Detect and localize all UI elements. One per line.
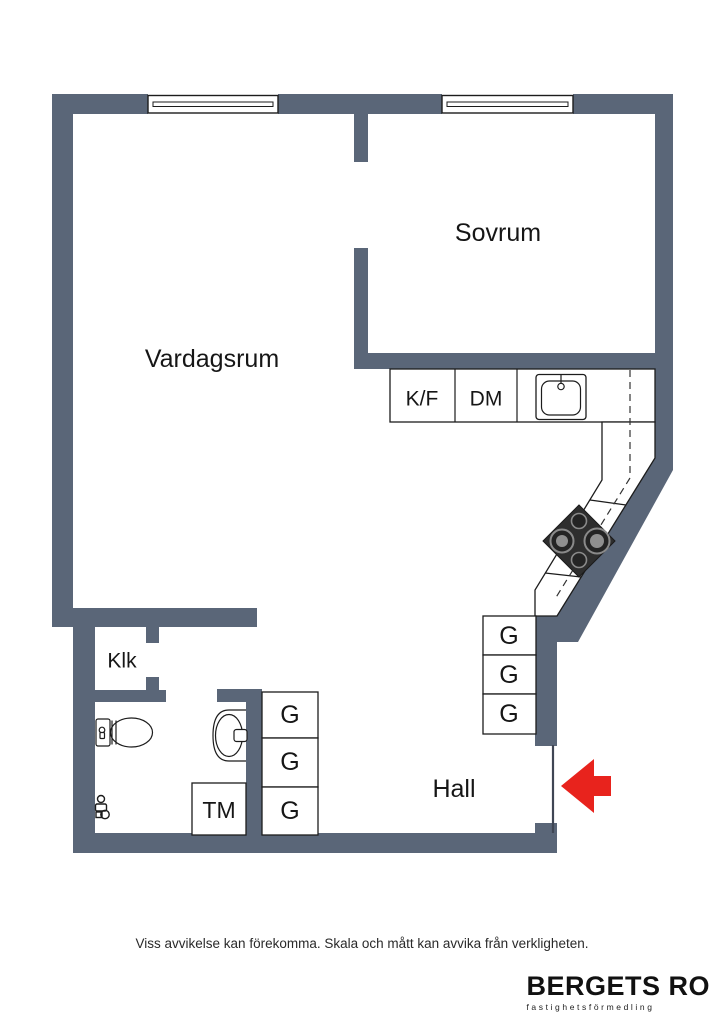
toilet-icon <box>95 717 154 748</box>
kitchen-counter <box>389 368 656 617</box>
window-icon <box>147 94 279 114</box>
floor-drain-icon <box>94 794 110 820</box>
wardrobe-cabinet: G <box>261 691 319 739</box>
wall <box>535 823 557 835</box>
walls <box>52 94 673 853</box>
disclaimer-text: Viss avvikelse kan förekomma. Skala och … <box>135 936 589 951</box>
living-room-label: Vardagsrum <box>145 345 279 373</box>
wall <box>73 627 95 851</box>
bedroom-label: Sovrum <box>455 219 541 247</box>
basin-icon <box>212 709 248 762</box>
wardrobe-label: G <box>280 701 299 729</box>
wardrobe-cabinet: G <box>482 654 537 695</box>
wall <box>52 608 257 627</box>
wardrobe-label: G <box>280 748 299 776</box>
wall-closet <box>94 690 166 702</box>
wall-closet <box>146 627 159 643</box>
fridge-freezer-label: K/F <box>406 388 439 411</box>
wardrobe-label: G <box>499 700 518 728</box>
upper-cabinet-dashed-line <box>554 370 631 600</box>
dishwasher-label: DM <box>470 388 503 411</box>
wall-bedroom-partition <box>354 114 368 162</box>
closet-label: Klk <box>107 650 137 673</box>
agency-logo: BERGETS RO fastighetsförmedling <box>526 971 710 1013</box>
window-icon <box>441 94 574 114</box>
wardrobe-label: G <box>499 661 518 689</box>
stove-icon <box>542 504 616 578</box>
agency-logo-tagline: fastighetsförmedling <box>526 1002 655 1013</box>
kitchen-counter-corner <box>534 421 656 617</box>
wardrobe-label: G <box>499 622 518 650</box>
wall <box>573 94 673 114</box>
wardrobe-cabinet: G <box>261 737 319 788</box>
hall-label: Hall <box>432 775 475 803</box>
wardrobe-cabinet: G <box>482 615 537 656</box>
agency-logo-text: BERGETS RO <box>526 971 710 1001</box>
wall <box>655 94 673 464</box>
sink-icon <box>535 373 587 421</box>
wall <box>535 616 557 746</box>
wall <box>52 94 148 114</box>
wardrobe-cabinet: G <box>261 786 319 836</box>
wall-bedroom-partition <box>354 248 368 356</box>
wardrobe-cabinet: G <box>482 693 537 735</box>
wall-bathroom <box>246 689 262 835</box>
washing-machine-label: TM <box>202 797 235 823</box>
wall <box>278 94 442 114</box>
wall-closet <box>146 677 159 691</box>
washing-machine: TM <box>191 782 247 836</box>
wardrobe-label: G <box>280 797 299 825</box>
entrance-arrow-icon <box>561 759 611 813</box>
wall <box>73 833 557 853</box>
wall <box>52 94 73 627</box>
wall <box>354 353 655 369</box>
